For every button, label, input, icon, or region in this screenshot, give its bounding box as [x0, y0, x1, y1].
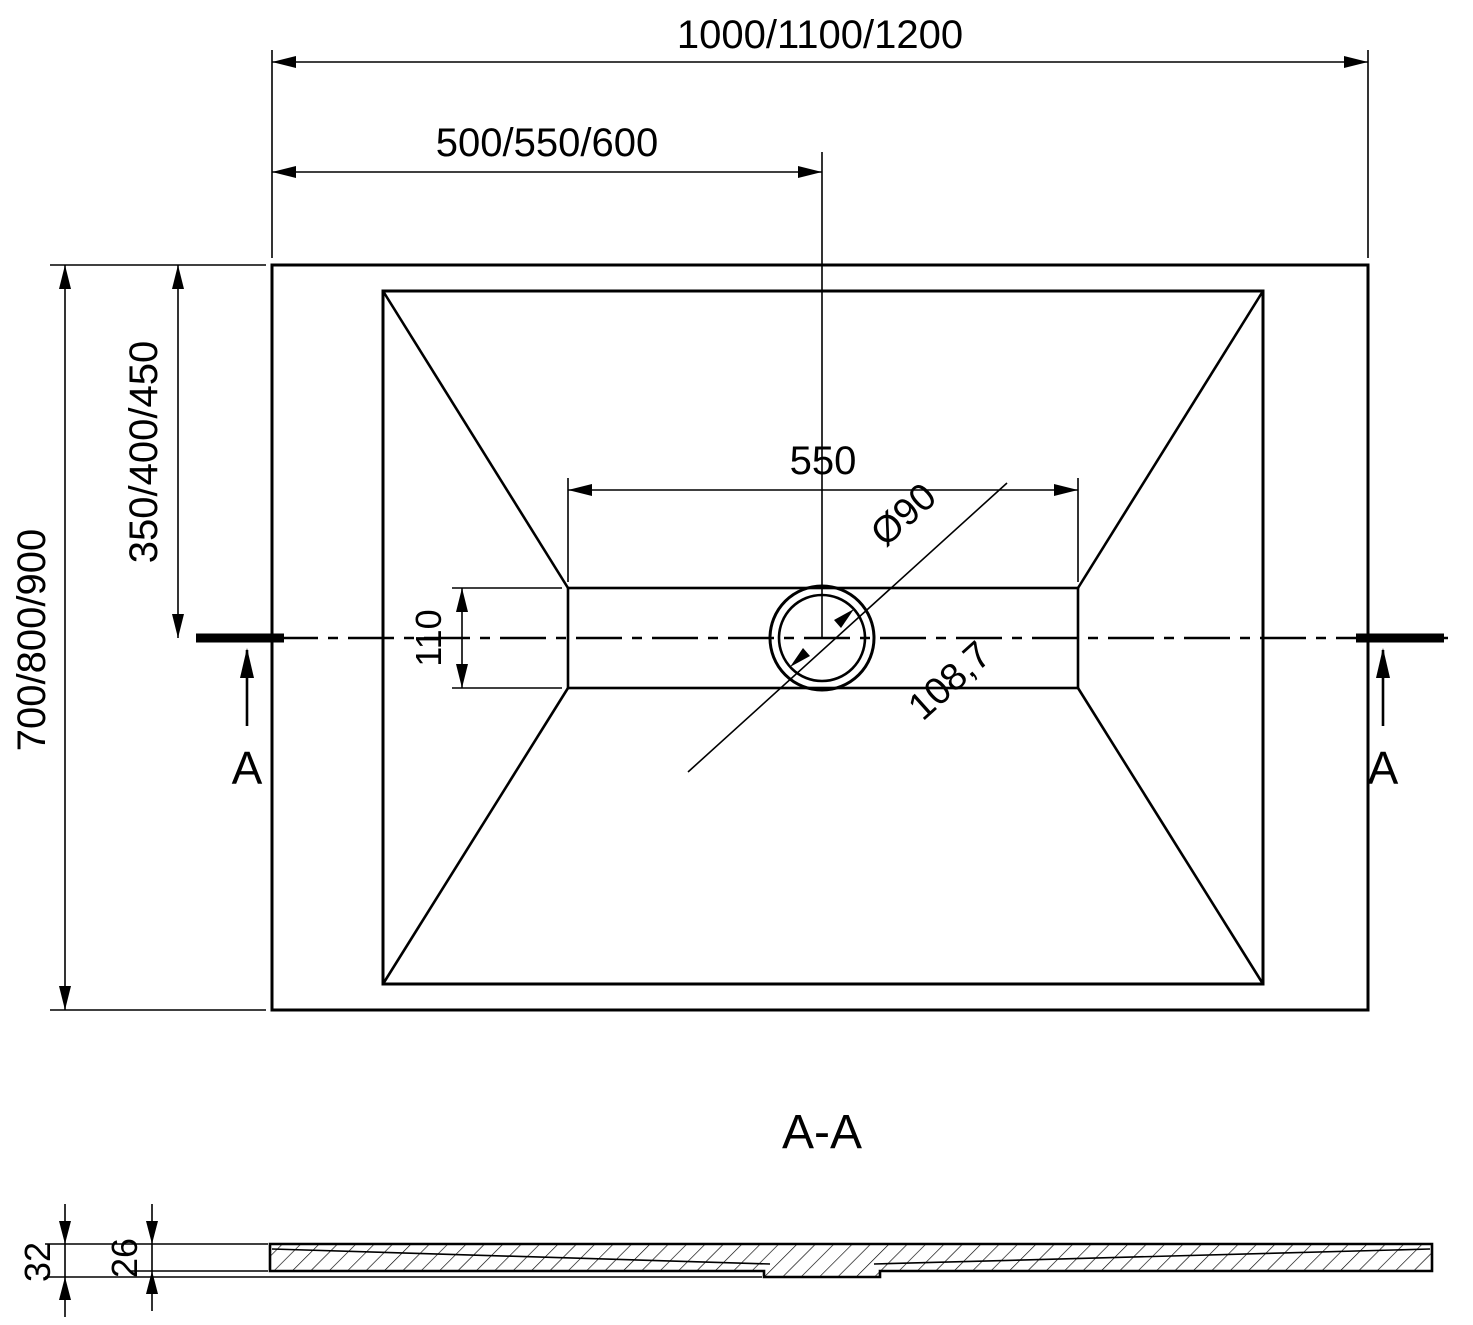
- arrowhead-top: [172, 265, 184, 289]
- dimension-text-base-thickness: 26: [104, 1238, 145, 1278]
- arrowhead-left: [272, 166, 296, 178]
- section-arrowhead: [240, 648, 254, 678]
- section-view: A-A 32 26: [17, 1106, 1434, 1317]
- slope-surface-left: [271, 1248, 771, 1265]
- dimension-center-offset-width: 500/550/600: [272, 121, 822, 178]
- arrowhead-bottom: [59, 1277, 71, 1300]
- section-letter-right: A: [1368, 742, 1399, 794]
- dimension-channel-width: 550: [567, 439, 1079, 582]
- arrowhead-top: [456, 588, 468, 612]
- dimension-text-center-offset-width: 500/550/600: [436, 121, 658, 165]
- arrowhead-top: [59, 1221, 71, 1244]
- arrowhead-top: [146, 1221, 158, 1244]
- section-arrowhead: [1376, 648, 1390, 678]
- arrowhead-right: [798, 166, 822, 178]
- arrowhead-right: [1054, 484, 1078, 496]
- drain-outer-circle: [768, 584, 876, 692]
- dimension-overall-depth: 700/800/900: [10, 264, 266, 1011]
- tray-cross-section: [268, 1242, 1434, 1279]
- arrowhead-bottom: [456, 664, 468, 688]
- section-title: A-A: [782, 1106, 862, 1159]
- slope-surface-right: [873, 1248, 1431, 1265]
- dimension-text-overall-width: 1000/1100/1200: [677, 13, 963, 57]
- arrowhead-bottom: [59, 986, 71, 1010]
- arrowhead-right: [1344, 56, 1368, 68]
- slope-diagonal-bottom-left: [381, 687, 570, 985]
- dimension-text-channel-width: 550: [790, 439, 857, 483]
- dimension-channel-depth: 110: [408, 587, 562, 689]
- dimension-overall-width: 1000/1100/1200: [271, 13, 1369, 258]
- section-letter-left: A: [232, 742, 263, 794]
- slope-diagonal-top-right: [1076, 290, 1265, 589]
- dimension-text-overall-depth: 700/800/900: [10, 529, 54, 751]
- dimension-text-total-height: 32: [17, 1242, 58, 1282]
- drain-diameter-leader: [687, 482, 1008, 773]
- dimension-total-height: 32: [17, 1204, 71, 1317]
- drain-arrowhead-upper: [834, 609, 854, 628]
- section-marker-left: A: [232, 648, 263, 794]
- arrowhead-bottom: [172, 614, 184, 638]
- slope-diagonal-top-left: [381, 290, 570, 589]
- section-marker-right: A: [1368, 648, 1399, 794]
- arrowhead-left: [272, 56, 296, 68]
- arrowhead-top: [59, 265, 71, 289]
- arrowhead-bottom: [146, 1271, 158, 1294]
- top-view: 1000/1100/1200 500/550/600 700/800/900 3…: [10, 13, 1448, 1012]
- slope-diagonal-bottom-right: [1076, 687, 1265, 985]
- dimension-center-offset-depth: 350/400/450: [122, 265, 184, 638]
- drain-inner-circle: [777, 593, 867, 683]
- drain-arrowhead-lower: [790, 648, 810, 667]
- dimension-text-center-offset-depth: 350/400/450: [122, 341, 166, 563]
- dimension-base-thickness: 26: [104, 1204, 158, 1311]
- arrowhead-left: [568, 484, 592, 496]
- dimension-text-channel-depth: 110: [408, 609, 449, 666]
